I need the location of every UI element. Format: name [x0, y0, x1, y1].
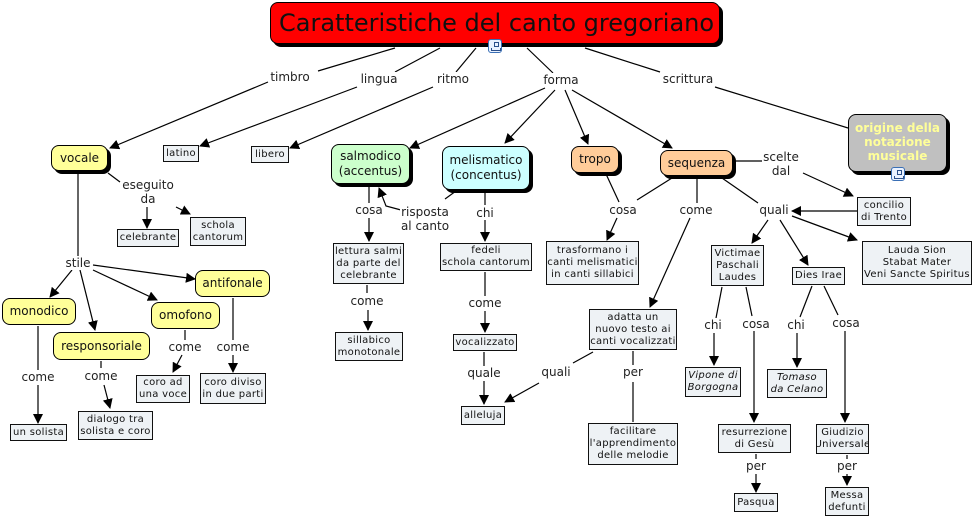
concept-salmodico[interactable]: salmodico (accentus) [331, 144, 410, 184]
concept-tropo[interactable]: tropo [571, 146, 619, 173]
concept-fedeli[interactable]: fedeli schola cantorum [440, 243, 532, 271]
link-come[interactable]: come [83, 369, 119, 383]
concept-libero[interactable]: libero [251, 146, 289, 163]
concept-coro-diviso[interactable]: coro diviso in due parti [200, 373, 266, 404]
concept-vipone[interactable]: Vipone di Borgogna [685, 367, 741, 397]
concept-vocalizzato[interactable]: vocalizzato [453, 334, 517, 351]
concept-monodico[interactable]: monodico [2, 298, 76, 325]
concept-sequenza[interactable]: sequenza [660, 150, 733, 176]
submap-icon[interactable] [488, 39, 502, 53]
concept-lauda-sion[interactable]: Lauda Sion Stabat Mater Veni Sancte Spir… [862, 241, 972, 285]
concept-dialogo[interactable]: dialogo tra solista e coro [78, 411, 153, 440]
concept-schola-cantorum[interactable]: schola cantorum [190, 217, 246, 246]
link-scelte-dal[interactable]: scelte dal [762, 150, 800, 178]
concept-lettura-salmi[interactable]: lettura salmi da parte del celebrante [333, 243, 404, 284]
link-chi[interactable]: chi [703, 318, 723, 332]
link-cosa[interactable]: cosa [741, 317, 771, 331]
submap-icon[interactable] [891, 167, 905, 181]
concept-dies-irae[interactable]: Dies Irae [792, 267, 845, 285]
link-ritmo[interactable]: ritmo [435, 72, 471, 86]
link-forma[interactable]: forma [542, 73, 580, 87]
concept-facilitare[interactable]: facilitare l'apprendimento delle melodie [588, 423, 678, 465]
concept-victimae[interactable]: Victimae Paschali Laudes [711, 245, 764, 286]
concept-resurrezione[interactable]: resurrezione di Gesù [718, 424, 791, 453]
link-quale[interactable]: quale [466, 366, 502, 380]
link-quali[interactable]: quali [540, 365, 572, 379]
concept-giudizio[interactable]: Giudizio Universale [816, 424, 869, 454]
link-cosa[interactable]: cosa [831, 316, 861, 330]
concept-antifonale[interactable]: antifonale [195, 270, 270, 297]
concept-tomaso[interactable]: Tomaso da Celano [767, 369, 827, 398]
concept-responsoriale[interactable]: responsoriale [53, 332, 150, 360]
title-text: Caratteristiche del canto gregoriano [279, 9, 715, 37]
link-per[interactable]: per [745, 459, 767, 473]
link-timbro[interactable]: timbro [269, 70, 311, 84]
link-risposta-al-canto[interactable]: risposta al canto [399, 205, 451, 233]
link-come[interactable]: come [678, 203, 714, 217]
link-eseguito-da[interactable]: eseguito da [121, 178, 175, 206]
concept-origine-notazione[interactable]: origine della notazione musicale [848, 114, 947, 172]
link-stile[interactable]: stile [64, 256, 92, 270]
link-scrittura[interactable]: scrittura [661, 72, 715, 86]
link-per[interactable]: per [622, 365, 644, 379]
link-come[interactable]: come [20, 370, 56, 384]
concept-vocale[interactable]: vocale [51, 145, 108, 171]
concept-alleluja[interactable]: alleluja [461, 406, 505, 425]
concept-adatta[interactable]: adatta un nuovo testo ai canti vocalizza… [589, 309, 677, 350]
link-per[interactable]: per [836, 459, 858, 473]
link-come[interactable]: come [349, 294, 385, 308]
link-come[interactable]: come [467, 296, 503, 310]
link-quali[interactable]: quali [758, 203, 790, 217]
link-lingua[interactable]: lingua [359, 72, 399, 86]
concept-celebrante[interactable]: celebrante [117, 229, 179, 247]
link-come[interactable]: come [167, 340, 203, 354]
link-cosa[interactable]: cosa [608, 203, 638, 217]
concept-coro-ad-una-voce[interactable]: coro ad una voce [136, 375, 190, 403]
concept-concilio-trento[interactable]: concilio di Trento [857, 197, 911, 226]
title-concept[interactable]: Caratteristiche del canto gregoriano [270, 2, 720, 44]
concept-sillabico[interactable]: sillabico monotonale [335, 332, 403, 361]
link-come[interactable]: come [215, 340, 251, 354]
concept-pasqua[interactable]: Pasqua [734, 493, 778, 512]
concept-messa-defunti[interactable]: Messa defunti [825, 487, 869, 516]
concept-omofono[interactable]: omofono [151, 302, 220, 329]
link-chi[interactable]: chi [786, 318, 806, 332]
link-chi[interactable]: chi [475, 206, 495, 220]
concept-trasformano[interactable]: trasformano i canti melismatici in canti… [546, 241, 639, 285]
concept-latino[interactable]: latino [163, 145, 199, 162]
concept-melismatico[interactable]: melismatico (concentus) [442, 146, 530, 190]
concept-un-solista[interactable]: un solista [10, 424, 67, 441]
link-cosa[interactable]: cosa [354, 203, 384, 217]
